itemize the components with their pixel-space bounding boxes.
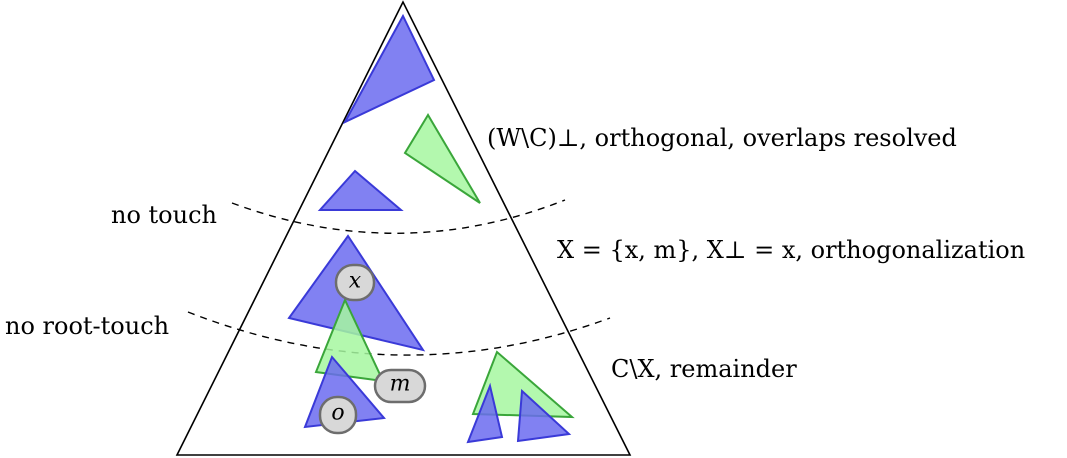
node-m: m xyxy=(373,368,427,404)
node-x: x xyxy=(334,263,376,302)
blue-triangle-upper-small xyxy=(317,169,404,211)
blue-triangle-remainder-right xyxy=(516,388,572,443)
node-o: o xyxy=(318,395,358,435)
node-o-label: o xyxy=(331,401,344,426)
blue-triangle-top xyxy=(342,13,436,125)
green-triangle-top xyxy=(403,113,481,204)
label-top-region: (W\C)⊥, orthogonal, overlaps resolved xyxy=(487,124,957,152)
node-x-label: x xyxy=(349,269,362,294)
no-touch-boundary xyxy=(231,199,566,234)
tree-outline xyxy=(175,0,632,456)
label-no-touch: no touch xyxy=(111,201,217,229)
node-m-label: m xyxy=(390,372,411,397)
blue-triangle-remainder-left xyxy=(466,382,504,444)
label-no-root-touch: no root-touch xyxy=(5,312,169,340)
label-bottom-region: C\X, remainder xyxy=(611,355,797,383)
label-middle-region: X = {x, m}, X⊥ = x, orthogonalization xyxy=(557,236,1025,264)
